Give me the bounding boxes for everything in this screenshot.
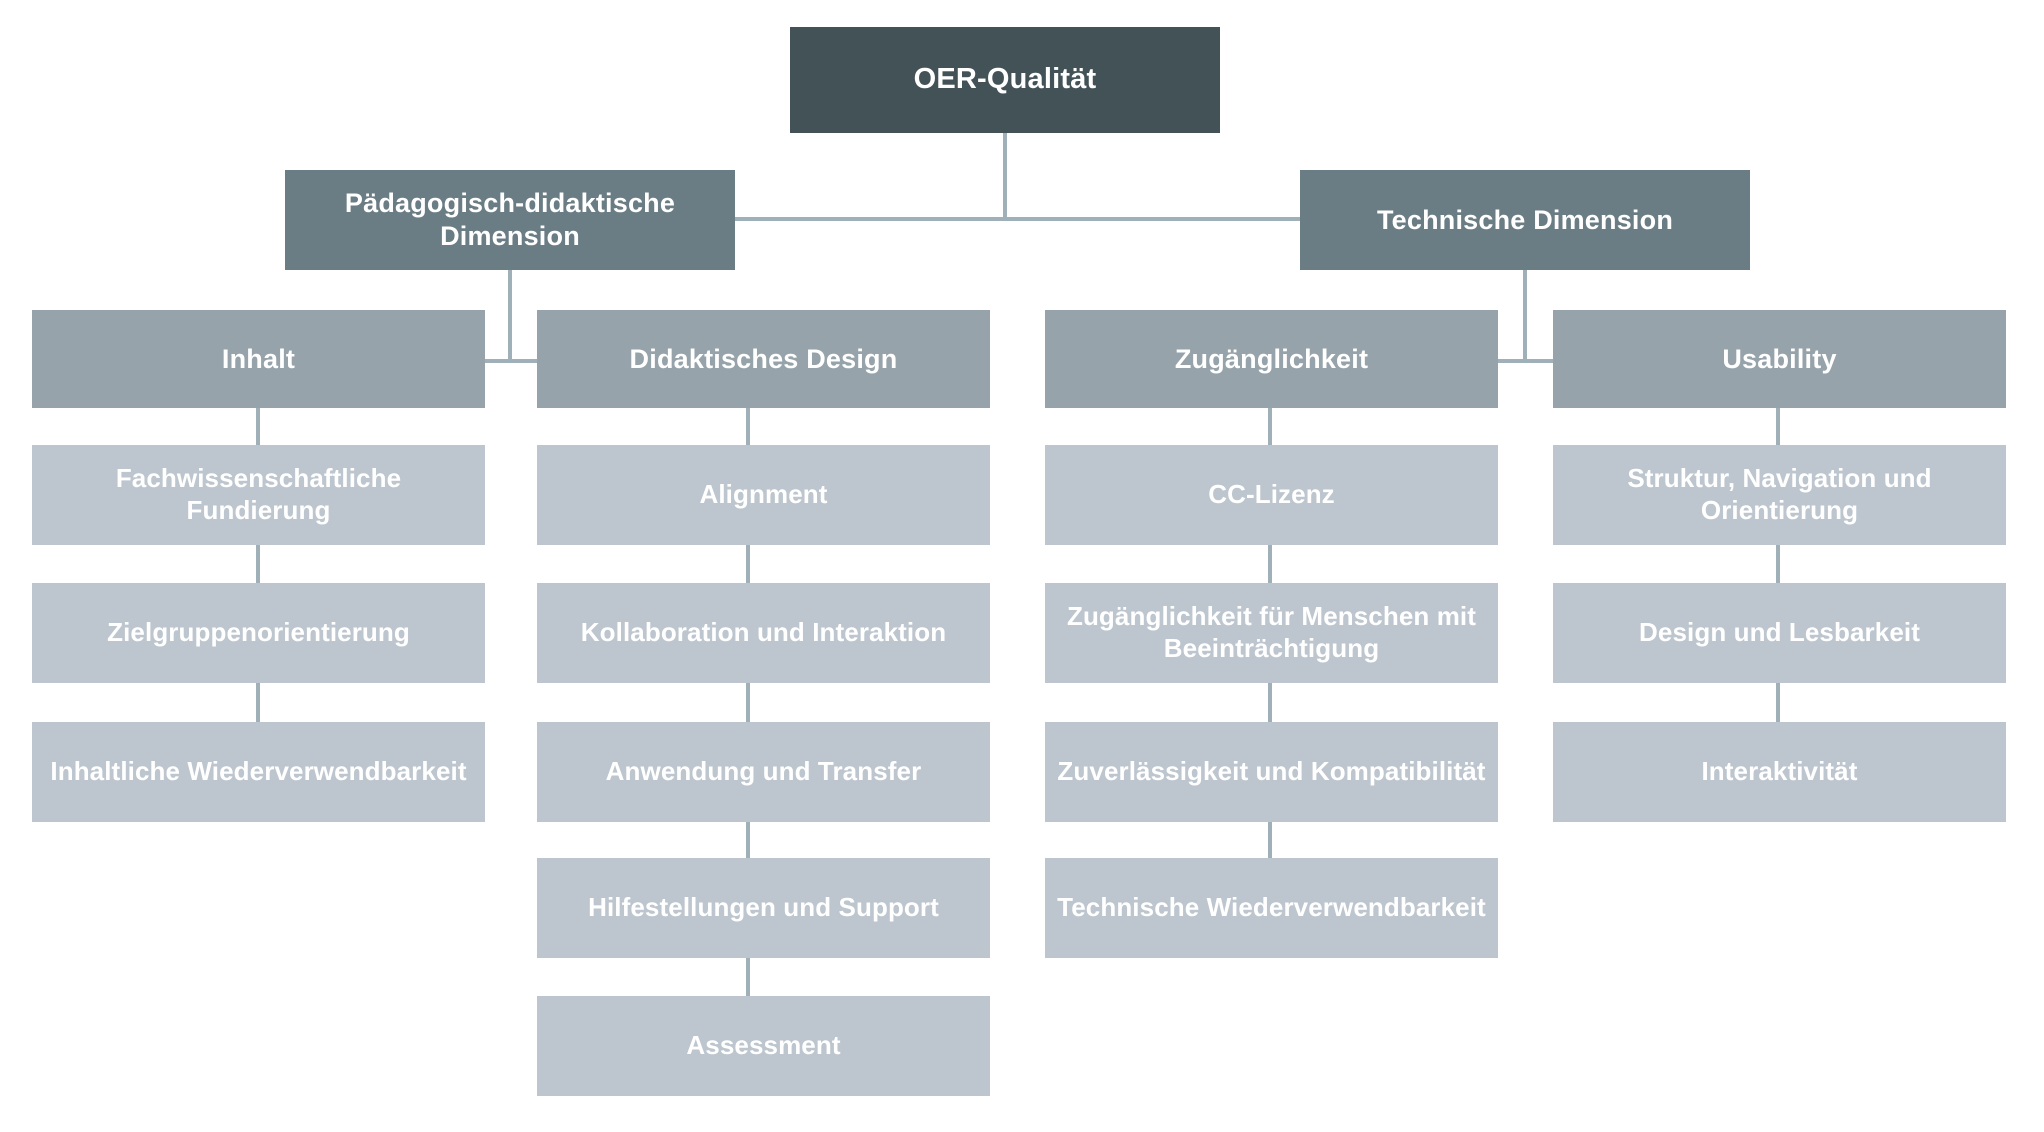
node-leaf-assessment[interactable]: Assessment	[537, 996, 990, 1096]
node-category-zugaenglichkeit[interactable]: Zugänglichkeit	[1045, 310, 1498, 408]
node-category-usability[interactable]: Usability	[1553, 310, 2006, 408]
node-dimension-paedagogisch-didaktische[interactable]: Pädagogisch-didaktische Dimension	[285, 170, 735, 270]
node-leaf-zugaenglichkeit-fuer-menschen-mit-beeintraechtigung[interactable]: Zugänglichkeit für Menschen mit Beeinträ…	[1045, 583, 1498, 683]
node-leaf-anwendung-und-transfer[interactable]: Anwendung und Transfer	[537, 722, 990, 822]
node-dimension-technische[interactable]: Technische Dimension	[1300, 170, 1750, 270]
node-leaf-cc-lizenz[interactable]: CC-Lizenz	[1045, 445, 1498, 545]
connector-column-inhalt	[256, 408, 260, 722]
connector-technical-bus	[1455, 359, 1595, 363]
node-category-inhalt[interactable]: Inhalt	[32, 310, 485, 408]
node-leaf-struktur-navigation-und-orientierung[interactable]: Struktur, Navigation und Orientierung	[1553, 445, 2006, 545]
connector-pedagogic-bus	[440, 359, 580, 363]
connector-column-usability	[1776, 408, 1780, 722]
node-root-oer-qualitaet[interactable]: OER-Qualität	[790, 27, 1220, 133]
connector-dimension-bus	[735, 217, 1301, 221]
node-leaf-technische-wiederverwendbarkeit[interactable]: Technische Wiederverwendbarkeit	[1045, 858, 1498, 958]
connector-pedagogic-stem	[508, 270, 512, 363]
node-leaf-inhaltliche-wiederverwendbarkeit[interactable]: Inhaltliche Wiederverwendbarkeit	[32, 722, 485, 822]
node-leaf-zielgruppenorientierung[interactable]: Zielgruppenorientierung	[32, 583, 485, 683]
node-leaf-hilfestellungen-und-support[interactable]: Hilfestellungen und Support	[537, 858, 990, 958]
node-leaf-design-und-lesbarkeit[interactable]: Design und Lesbarkeit	[1553, 583, 2006, 683]
node-leaf-zuverlaessigkeit-und-kompatibilitaet[interactable]: Zuverlässigkeit und Kompatibilität	[1045, 722, 1498, 822]
connector-technical-stem	[1523, 270, 1527, 363]
node-leaf-kollaboration-und-interaktion[interactable]: Kollaboration und Interaktion	[537, 583, 990, 683]
node-leaf-interaktivitaet[interactable]: Interaktivität	[1553, 722, 2006, 822]
connector-column-didaktisches-design	[746, 408, 750, 996]
connector-root-stem	[1003, 133, 1007, 221]
node-leaf-alignment[interactable]: Alignment	[537, 445, 990, 545]
node-category-didaktisches-design[interactable]: Didaktisches Design	[537, 310, 990, 408]
node-leaf-fachwissenschaftliche-fundierung[interactable]: Fachwissenschaftliche Fundierung	[32, 445, 485, 545]
